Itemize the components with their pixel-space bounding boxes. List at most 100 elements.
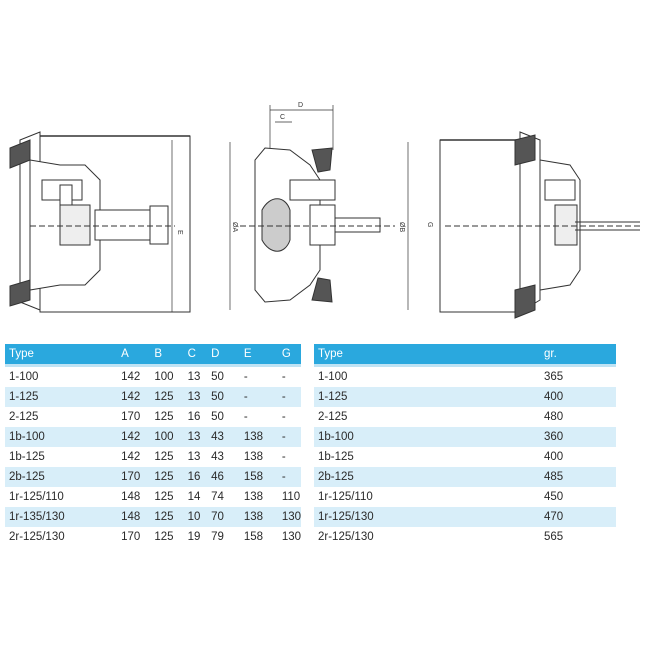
col-a: A	[117, 344, 151, 367]
cell-a: 148	[117, 507, 151, 527]
cell-c: 13	[183, 447, 208, 467]
cell-d: 43	[207, 427, 240, 447]
cell-g: -	[277, 427, 301, 447]
cell-c: 14	[183, 487, 208, 507]
cell-weight: 365	[540, 365, 616, 387]
cell-d: 50	[207, 387, 240, 407]
col-b: B	[150, 344, 184, 367]
col-c: C	[183, 344, 208, 367]
cell-weight: 360	[540, 427, 616, 447]
right-side-view	[439, 131, 640, 319]
cell-a: 148	[117, 487, 151, 507]
cell-weight: 450	[540, 487, 616, 507]
cell-type: 1r-125/130	[314, 507, 540, 527]
cell-b: 100	[150, 427, 184, 447]
technical-drawings: E D C ØA ØB G	[9, 102, 640, 319]
cell-e: -	[239, 407, 278, 427]
cell-c: 10	[183, 507, 208, 527]
cell-g: 130	[277, 527, 301, 547]
cell-b: 125	[150, 467, 184, 487]
cell-type: 2b-125	[5, 467, 118, 487]
cell-a: 170	[117, 527, 151, 547]
cell-a: 142	[117, 447, 151, 467]
dim-label-b: ØB	[398, 222, 405, 232]
cell-d: 50	[207, 407, 240, 427]
cell-c: 16	[183, 407, 208, 427]
cell-a: 142	[117, 387, 151, 407]
cell-type: 1b-100	[5, 427, 118, 447]
cell-weight: 470	[540, 507, 616, 527]
cell-b: 125	[150, 527, 184, 547]
cell-weight: 480	[540, 407, 616, 427]
dim-label-c: C	[280, 114, 285, 121]
cell-c: 13	[183, 365, 208, 387]
cell-type: 1b-125	[314, 447, 540, 467]
col-d: D	[207, 344, 240, 367]
cell-weight: 400	[540, 447, 616, 467]
cell-e: 138	[239, 447, 278, 467]
cell-b: 125	[150, 487, 184, 507]
cell-d: 74	[207, 487, 240, 507]
cell-type: 1r-125/110	[5, 487, 118, 507]
cell-type: 1-100	[314, 365, 540, 387]
cell-weight: 400	[540, 387, 616, 407]
cell-b: 125	[150, 447, 184, 467]
cell-type: 2-125	[5, 407, 118, 427]
cell-type: 1r-135/130	[5, 507, 118, 527]
cell-type: 1-125	[314, 387, 540, 407]
cell-type: 2r-125/130	[314, 527, 540, 547]
cell-c: 13	[183, 427, 208, 447]
middle-section-view	[229, 105, 409, 310]
cell-g: -	[277, 447, 301, 467]
cell-c: 13	[183, 387, 208, 407]
cell-g: -	[277, 467, 301, 487]
cell-e: 138	[239, 427, 278, 447]
cell-d: 70	[207, 507, 240, 527]
cell-type: 1b-100	[314, 427, 540, 447]
cell-type: 1r-125/110	[314, 487, 540, 507]
cell-a: 142	[117, 427, 151, 447]
cell-type: 1-100	[5, 365, 118, 387]
cell-type: 2-125	[314, 407, 540, 427]
dim-label-g: G	[426, 222, 433, 227]
table-header-row: Type gr.	[314, 344, 616, 367]
cell-e: 158	[239, 467, 278, 487]
cell-e: -	[239, 387, 278, 407]
cell-e: 158	[239, 527, 278, 547]
col-g: G	[277, 344, 301, 367]
cell-g: 110	[277, 487, 301, 507]
cell-b: 125	[150, 387, 184, 407]
cell-type: 1-125	[5, 387, 118, 407]
cell-type: 2b-125	[314, 467, 540, 487]
cell-e: -	[239, 365, 278, 387]
cell-a: 142	[117, 365, 151, 387]
cell-g: -	[277, 407, 301, 427]
cell-d: 79	[207, 527, 240, 547]
cell-b: 100	[150, 365, 184, 387]
cell-e: 138	[239, 507, 278, 527]
col-weight: gr.	[540, 344, 616, 367]
cell-c: 19	[183, 527, 208, 547]
cell-type: 1b-125	[5, 447, 118, 467]
cell-g: -	[277, 365, 301, 387]
cell-weight: 565	[540, 527, 616, 547]
cell-a: 170	[117, 407, 151, 427]
